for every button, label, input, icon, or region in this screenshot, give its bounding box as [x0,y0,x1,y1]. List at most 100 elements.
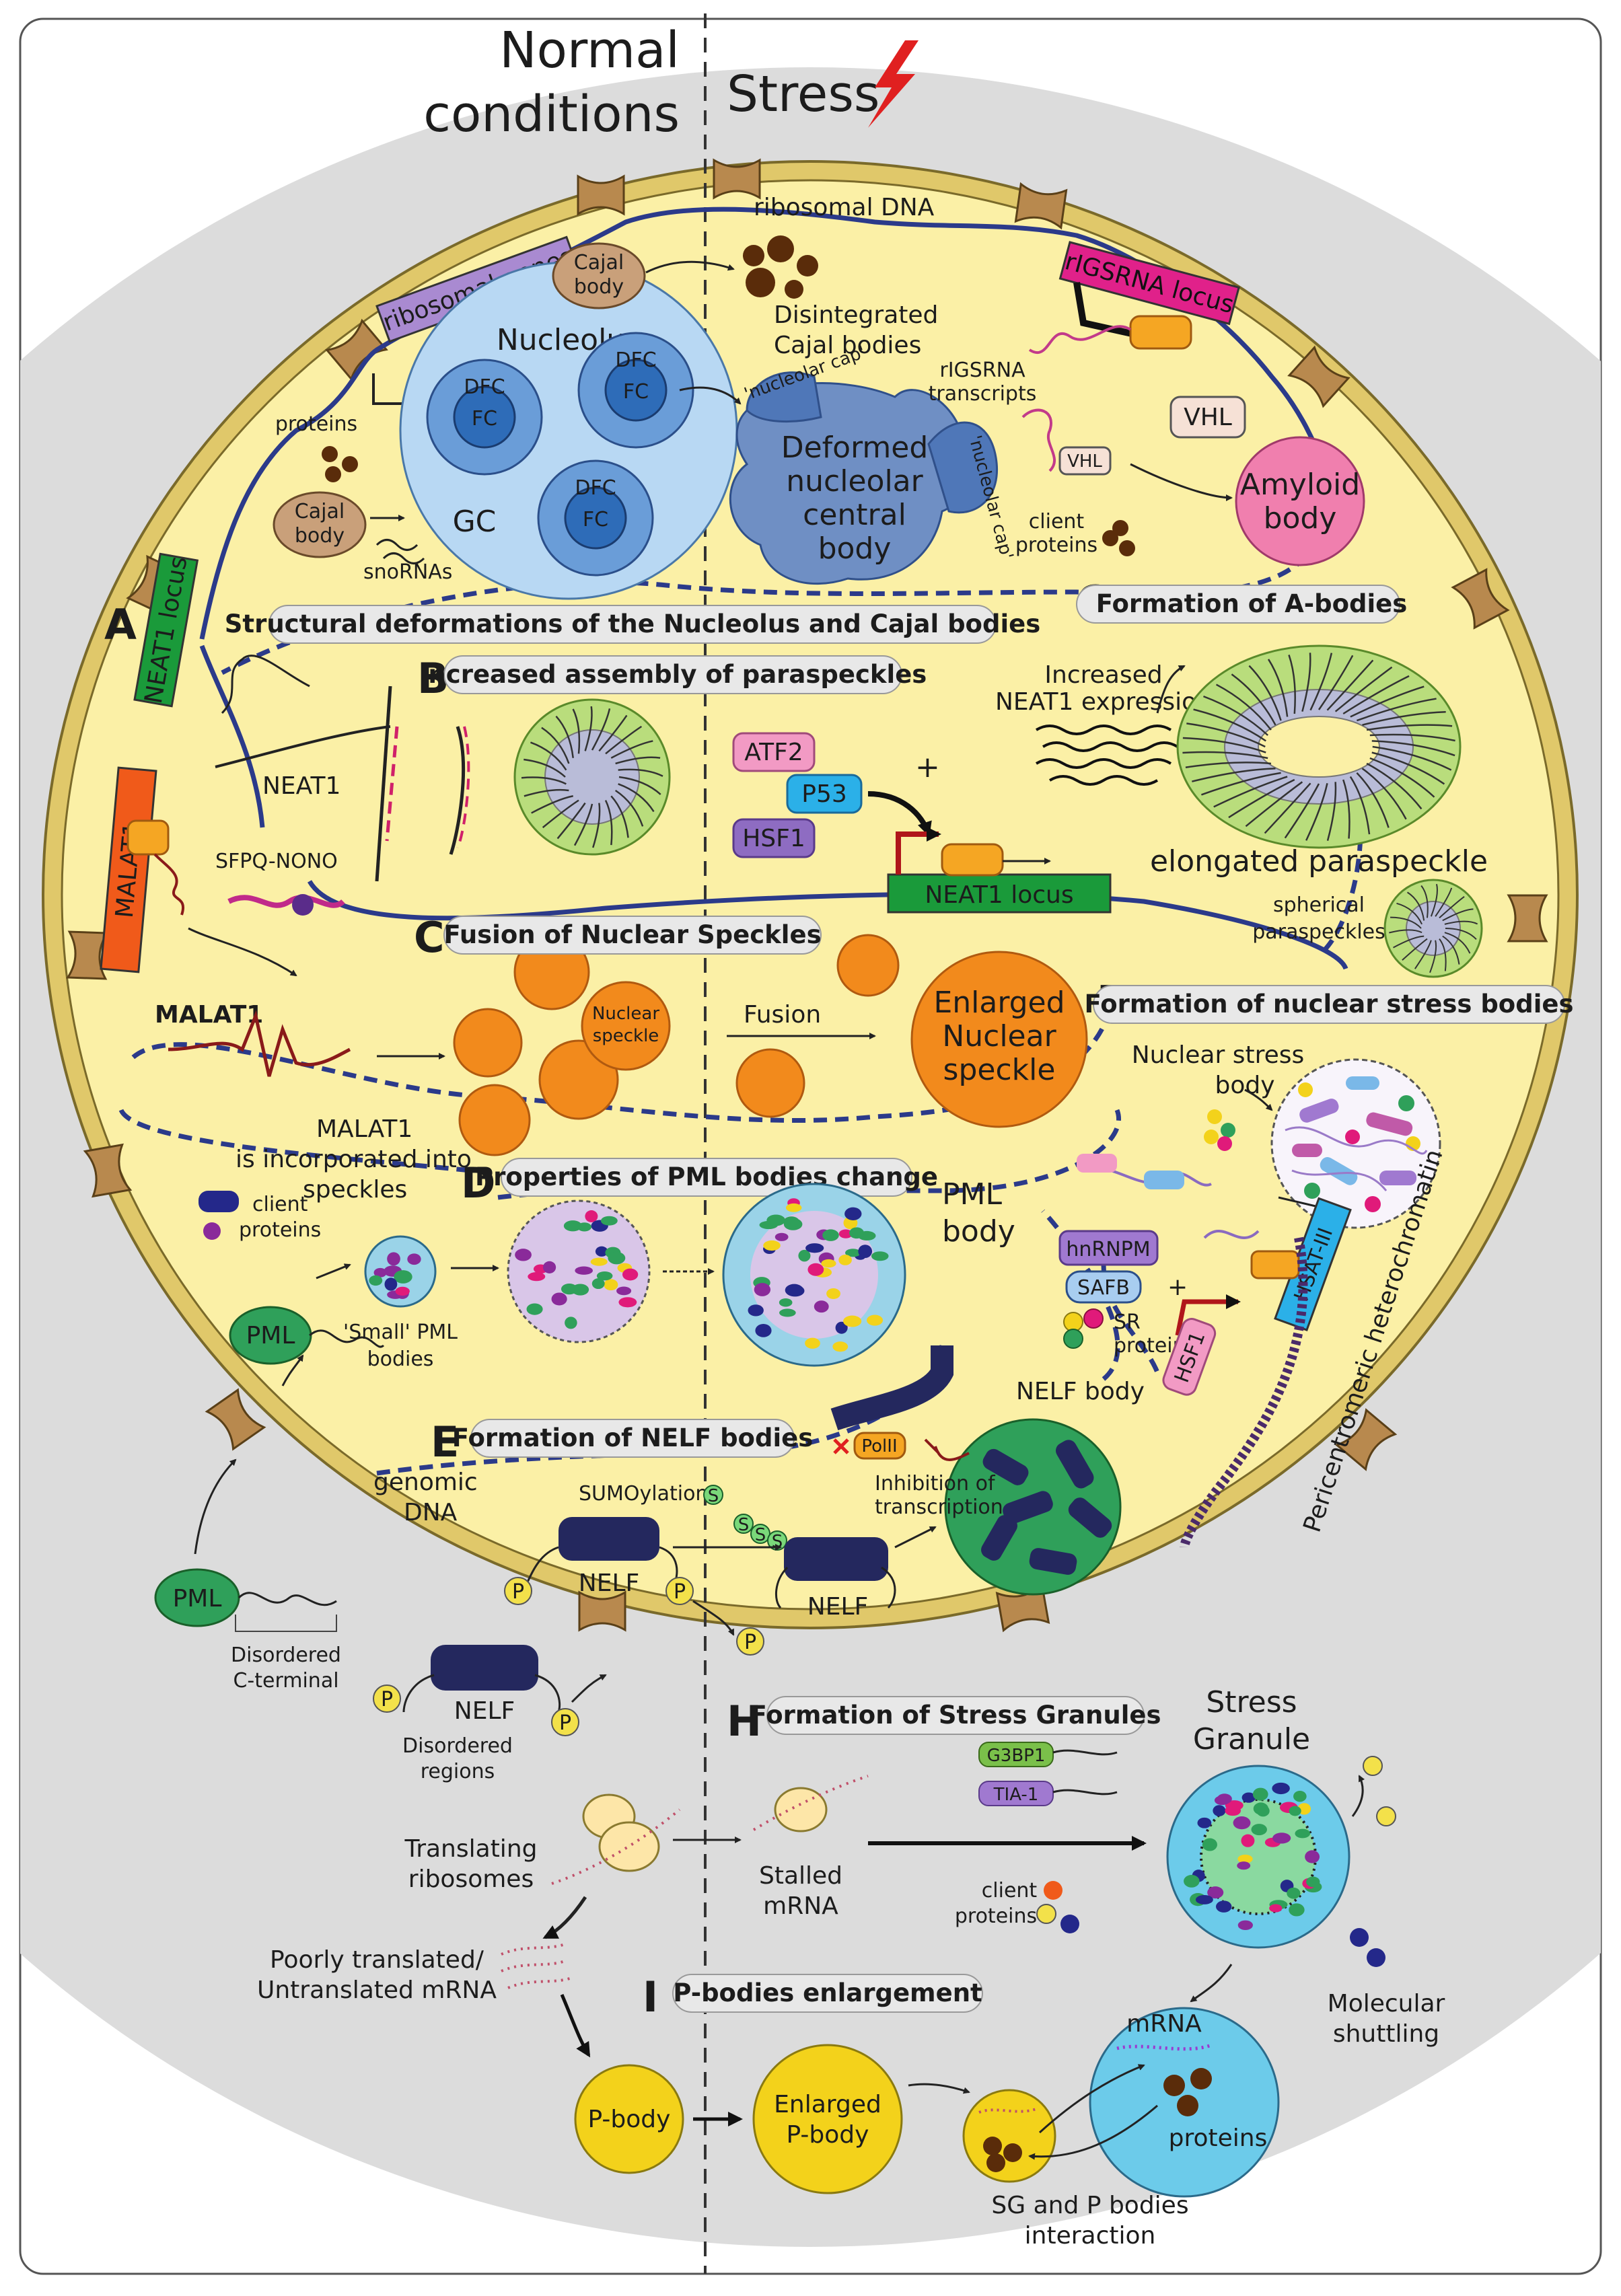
nuclear-pore-icon [1014,182,1068,230]
deformed-nucleolar-body [729,382,978,585]
paraspeckle-ray [1203,695,1268,736]
increased-2: NEAT1 expression [995,688,1212,716]
paraspeckle-ray [541,727,570,764]
body-particle [783,1216,800,1228]
paraspeckle-ray [604,800,613,846]
tia1-label: TIA-1 [993,1785,1039,1805]
body-particle [585,1210,598,1222]
arrow-pml-up [281,1354,304,1386]
vhl-bound-label: VHL [1067,451,1102,472]
paraspeckle-ray [1305,783,1328,841]
body-particle [871,1251,889,1261]
nucleolar-cap-right [927,421,998,514]
client-d-2: proteins [239,1218,321,1242]
polii-cross [833,1438,849,1454]
section-e-letter: E [431,1417,459,1467]
vhl-free-label: VHL [1184,404,1232,431]
enlarged-1: Enlarged [933,986,1065,1020]
small-pml-1: 'Small' PML [343,1321,458,1344]
hsat-rna-protein-2 [1144,1171,1184,1189]
stalled-2: mRNA [763,1892,838,1920]
spherical-paraspeckle-rays [1389,883,1478,973]
polymerase-b [941,843,1004,877]
neat1-stress: ATF2 P53 HSF1 + NEAT1 locus Increased NE… [732,644,1488,978]
paraspeckle-ray [1245,781,1303,827]
paraspeckle-ray [1284,783,1320,839]
deformed-2: nucleolar [786,464,923,498]
nelf-2-tails [775,1566,896,1609]
disordered-c-1: Disordered [231,1643,341,1667]
body-particle [866,1314,884,1326]
sg-1: Stress [1206,1685,1297,1719]
paraspeckle-ray [1439,938,1447,971]
nelf-body-contents [981,1440,1112,1575]
body-particle [1216,1900,1232,1913]
pml-cyto-label: PML [173,1585,222,1613]
cyto-disorder: PML Disordered C-terminal NELF P P Disor… [154,1568,607,1783]
body-particle [766,1214,786,1226]
section-h: H Formation of Stress Granules Translati… [404,1685,1445,2048]
body-particle [1251,1824,1267,1836]
speckle-fuse-top [836,934,900,997]
inhibition-symbol [924,1438,970,1461]
client-pml-dot [203,1222,221,1240]
arrow-e-dephos [692,1600,735,1636]
scaffold-line-1 [375,686,392,882]
body-particle [1195,1894,1213,1904]
body-particle [821,1259,836,1268]
hnrnpm-box [1058,1230,1159,1266]
body-particle [844,1207,862,1220]
arrow-nelf-cyto [571,1674,607,1703]
vhl-bound [1058,446,1112,476]
section-i-title: P-bodies enlargement [673,1978,982,2007]
hsf1-label: HSF1 [742,825,805,852]
neat1-locus-stress [887,873,1112,914]
body-particle [1272,1832,1291,1844]
cajal-left-2: body [295,524,345,548]
body-particle [369,1275,383,1286]
deformed-3: central [803,498,906,532]
amyloid-1: Amyloid [1240,468,1360,502]
body-particle [1237,1854,1253,1863]
paraspeckle-ray [1445,928,1477,940]
atf2-box [732,732,816,772]
proteins-i: proteins [1169,2124,1268,2152]
sr-dot-green [1063,1329,1083,1349]
paraspeckle-ray [572,708,581,754]
pbody-label: P-body [588,2106,671,2133]
paraspeckle-ray [1267,659,1289,717]
body-particle [1272,1782,1290,1795]
body-particle [807,1263,824,1276]
sumo-label: SUMOylation [579,1482,708,1506]
nelf-protein-1 [559,1517,659,1561]
paraspeckle-ray [591,708,611,751]
pml-body-stress-dots [748,1198,889,1352]
arrow-vhl-amyloid [1130,463,1233,501]
section-i-pill [672,1974,983,2013]
disintegrated-2: Cajal bodies [774,332,921,359]
sr-dot-yellow [1063,1312,1083,1332]
ribosomal-dna-label: ribosomal DNA [754,194,935,221]
section-c-title: Fusion of Nuclear Speckles [443,920,821,949]
body-particle [563,1220,582,1232]
genomic-1: genomic [373,1469,478,1496]
body-particle [1269,1904,1283,1913]
spherical-paraspeckle-core [1406,901,1461,956]
header-normal-2: conditions [423,85,680,143]
neat1-transcript-waves [1035,725,1179,786]
body-particle [1287,1887,1301,1899]
hsat-promoter-arrow [1175,1294,1241,1336]
inhib-1: Inhibition of [875,1472,996,1495]
scaffold-pink-2 [456,726,470,848]
body-particle [407,1253,421,1265]
mid-pml-body-dots [515,1210,639,1329]
fc-label-1: FC [472,407,497,431]
g3bp1-tail [1052,1749,1118,1756]
nuclear-pore-icon [1507,894,1548,942]
paraspeckle-ray [618,783,655,813]
body-particle [805,1337,820,1349]
paraspeckle-ray [1326,782,1337,842]
body-particle [395,1286,410,1296]
nuclear-speckle-2: speckle [593,1026,659,1046]
section-g-pill [1076,585,1400,624]
